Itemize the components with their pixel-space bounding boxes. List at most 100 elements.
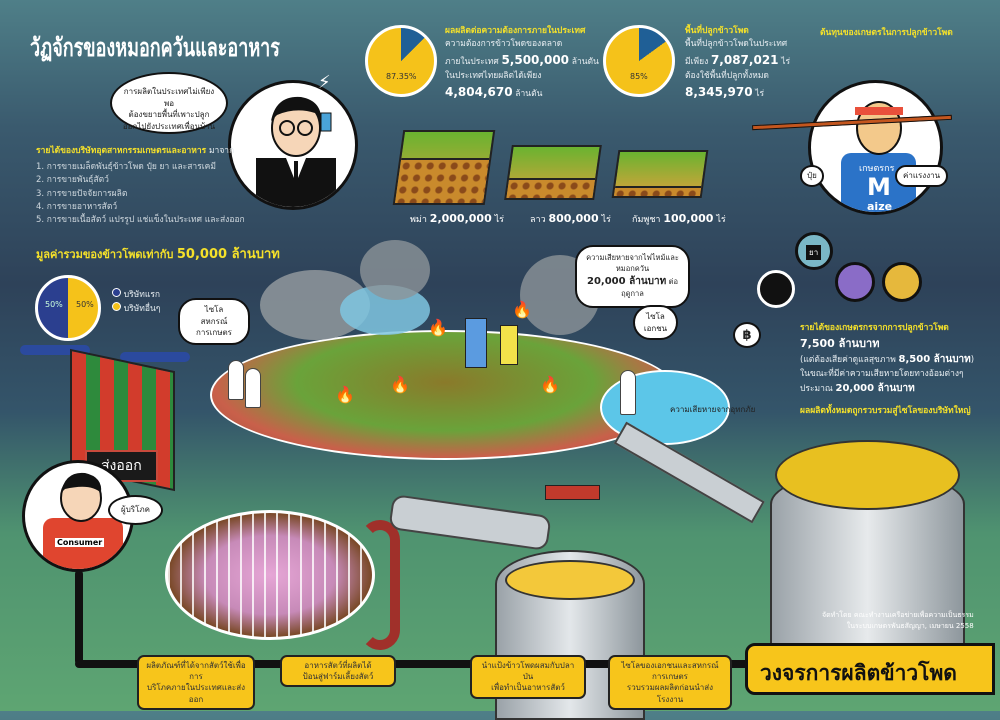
corn-field-cambodia	[611, 150, 709, 198]
fire-amount: 20,000 ล้านบาท	[587, 275, 667, 287]
seed-bag-icon	[835, 262, 875, 302]
pie-label-others: 50%	[76, 300, 94, 309]
fire-icon: 🔥	[512, 300, 532, 319]
island-illustration	[210, 330, 680, 460]
production-pie: 87.35%	[365, 25, 437, 97]
businessman-icon	[256, 96, 336, 207]
collected-note: ผลผลิตทั้งหมดถูกรวบรวมสู่ไซโลของบริษัทให…	[800, 406, 971, 416]
unit: ไร่	[716, 215, 726, 225]
fire-icon: 🔥	[540, 375, 560, 394]
fire-icon: 🔥	[428, 318, 448, 337]
feed-hose	[360, 520, 400, 650]
fire-damage-bubble: ความเสียหายจากไฟไหม้และหมอกควัน 20,000 ล…	[575, 245, 690, 309]
fire-icon: 🔥	[335, 385, 355, 404]
production-pct: 87.35%	[386, 72, 417, 81]
airplane-icon	[120, 352, 190, 362]
farmer-income-section: รายได้ของเกษตรกรจากการปลูกข้าวโพด 7,500 …	[800, 322, 1000, 396]
wallet-icon	[757, 270, 795, 308]
plot-label: กัมพูชา 100,000 ไร่	[632, 212, 726, 226]
caption-line: ผลิตภัณฑ์ที่ได้จากสัตว์ใช้เพื่อการ	[146, 661, 246, 682]
plot-label: ลาว 800,000 ไร่	[530, 212, 611, 226]
fish-conveyor	[388, 494, 552, 551]
buildings	[465, 318, 487, 368]
farmer-income-heading: รายได้ของเกษตรกรจากการปลูกข้าวโพด	[800, 323, 949, 333]
area-pct: 85%	[630, 72, 648, 81]
fire-icon: 🔥	[390, 375, 410, 394]
plot-country: พม่า	[410, 215, 427, 225]
company-income-heading: รายได้ของบริษัทอุตสาหกรรมเกษตรและอาหาร	[36, 146, 207, 156]
market-share-pie: 50% 50%	[35, 275, 101, 341]
income-item: 5. การขายเนื้อสัตว์ แปรรูป แช่แข็งในประเ…	[36, 214, 245, 225]
caption-line: ไซโลของเอกชนและสหกรณ์การเกษตร	[621, 661, 719, 682]
farmer-income-amount: 7,500 ล้านบาท	[800, 337, 880, 351]
corn-grain-pile	[775, 440, 960, 510]
health-amount: 8,500 ล้านบาท	[898, 354, 971, 366]
plot-country: กัมพูชา	[632, 215, 661, 225]
unit: ล้านตัน	[571, 57, 599, 68]
fire-line: ความเสียหายจากไฟไหม้และหมอกควัน	[586, 253, 679, 273]
production-line: ความต้องการข้าวโพดของตลาด	[445, 39, 563, 50]
credit: จัดทำโดย คณะทำงานเครือข่ายเพื่อความเป็นธ…	[822, 610, 974, 631]
silo-line: สหกรณ์การเกษตร	[196, 316, 232, 338]
plot-value: 2,000,000	[429, 212, 492, 225]
unit: ไร่	[494, 215, 504, 225]
silo-icon	[228, 360, 244, 400]
plot-label: พม่า 2,000,000 ไร่	[410, 212, 504, 226]
caption-silo-collect: ไซโลของเอกชนและสหกรณ์การเกษตรรวบรวมผลผลิ…	[608, 655, 732, 710]
income-item: 3. การขายปัจจัยการผลิต	[36, 188, 128, 199]
production-supply: 4,804,670	[445, 85, 513, 100]
caption-fish-mix: นำแป้งข้าวโพดผสมกับปลาป่นเพื่อทำเป็นอาหา…	[470, 655, 586, 699]
area-need: 8,345,970	[685, 85, 753, 100]
cycle-connector	[75, 660, 775, 668]
caption-line: นำแป้งข้าวโพดผสมกับปลาป่น	[481, 661, 575, 682]
corn-cob-icon	[882, 262, 922, 302]
flood-label: ความเสียหายจากอุทกภัย	[670, 405, 756, 414]
legend-item: บริษัทแรก	[112, 288, 160, 302]
area-line: มีเพียง	[685, 57, 709, 68]
plot-value: 800,000	[548, 212, 599, 225]
credit-line: จัดทำโดย คณะทำงานเครือข่ายเพื่อความเป็นธ…	[822, 611, 974, 619]
income-item: 2. การขายพันธุ์สัตว์	[36, 175, 109, 186]
caption-line: อาหารสัตว์ที่ผลิตได้	[304, 661, 372, 670]
indirect-line: ในขณะที่มีค่าความเสียหายโดยทางอ้อมต่างๆ	[800, 368, 964, 379]
income-item: 1. การขายเมล็ดพันธุ์ข้าวโพด ปุ๋ย ยา และส…	[36, 162, 216, 173]
plot-country: ลาว	[530, 215, 546, 225]
corn-field-laos	[504, 145, 602, 200]
bubble-line: การผลิตในประเทศไม่เพียงพอ	[123, 87, 215, 108]
company-income-section: รายได้ของบริษัทอุตสาหกรรมเกษตรและอาหาร ม…	[36, 145, 296, 227]
caption-animal-products: ผลิตภัณฑ์ที่ได้จากสัตว์ใช้เพื่อการบริโภค…	[137, 655, 255, 710]
legend-label: บริษัทอื่นๆ	[123, 304, 161, 315]
bubble-line: ต้องขยายพื้นที่เพาะปลูก	[128, 110, 210, 120]
approx-label: ประมาณ	[800, 383, 833, 394]
silo-private-bubble: ไซโลเอกชน	[633, 305, 678, 341]
fertilizer-bubble: ปุ๋ย	[800, 165, 824, 187]
area-line: พื้นที่ปลูกข้าวโพดในประเทศ	[685, 39, 788, 50]
silo-coop-bubble: ไซโลสหกรณ์การเกษตร	[178, 298, 250, 345]
unit: ไร่	[601, 215, 611, 225]
farmer-cost-heading: ต้นทุนของเกษตรในการปลูกข้าวโพด	[820, 28, 953, 38]
silo-line: ไซโล	[204, 305, 224, 314]
caption-line: เพื่อทำเป็นอาหารสัตว์	[491, 683, 565, 693]
consumer-bubble: ผู้บริโภค	[108, 495, 163, 525]
pie-legend: บริษัทแรก บริษัทอื่นๆ	[112, 288, 160, 316]
bubble-line: ออกไปยังประเทศเพื่อนบ้าน	[122, 121, 216, 131]
fire-suffix: ต่อฤดูกาล	[621, 276, 678, 299]
company-income-suffix: มาจาก	[208, 146, 235, 156]
area-have: 7,087,021	[710, 53, 779, 68]
cycle-title: วงจรการผลิตข้าวโพด	[745, 643, 995, 695]
income-item: 4. การขายอาหารสัตว์	[36, 201, 118, 212]
market-value-heading: มูลค่ารวมของข้าวโพดเท่ากับ 50,000 ล้านบา…	[36, 243, 280, 264]
buildings	[500, 325, 518, 365]
health-prefix: (แต่ต้องเสียค่าดูแลสุขภาพ	[800, 355, 896, 366]
caption-line: รวบรวมผลผลิตก่อนนำส่งโรงงาน	[626, 683, 714, 704]
production-line: ในประเทศไทยผลิตได้เพียง	[445, 70, 542, 81]
fishing-boat	[545, 485, 600, 500]
plot-value: 100,000	[663, 212, 714, 225]
farmer-illustration: เกษตรกร M aize	[808, 80, 943, 215]
phone-signal-icon: ⚡	[318, 72, 331, 93]
unit: ไร่	[781, 57, 791, 68]
unit: ไร่	[755, 89, 765, 100]
health-suffix: )	[970, 355, 975, 366]
credit-line: ในระบบเกษตรพันธสัญญา, เมษายน 2558	[846, 621, 974, 630]
medicine-sprayer-icon: ยา	[795, 232, 833, 270]
